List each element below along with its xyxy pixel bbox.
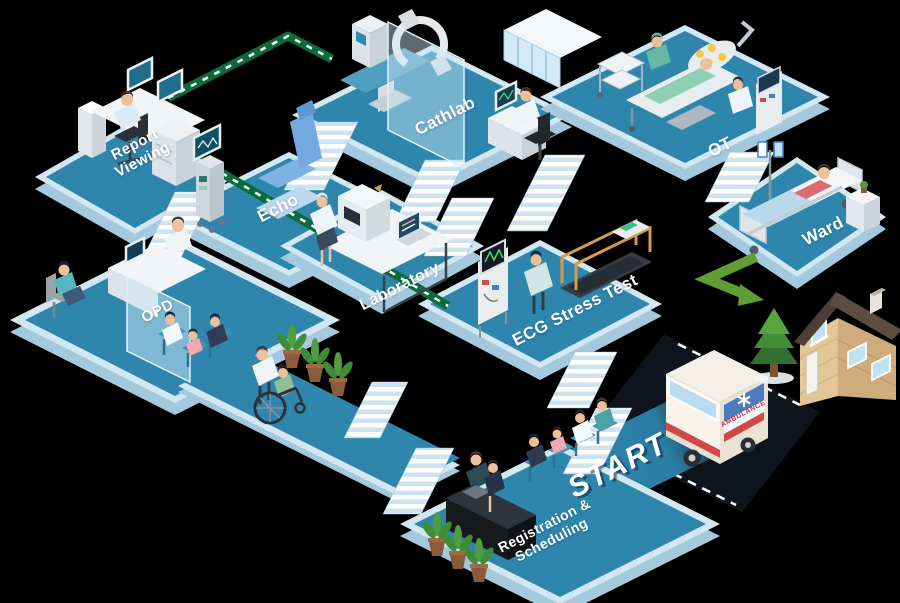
report-viewing-scene bbox=[78, 55, 205, 186]
staircase bbox=[506, 154, 586, 232]
office-chair bbox=[114, 113, 148, 166]
waiting-queue bbox=[484, 397, 618, 512]
wheelchair-group bbox=[252, 346, 306, 425]
tree bbox=[750, 308, 798, 384]
doctor bbox=[164, 216, 192, 256]
staircase bbox=[382, 447, 455, 515]
house bbox=[794, 288, 900, 406]
nurse bbox=[728, 76, 753, 114]
ecg-technician bbox=[524, 250, 553, 314]
ambulance: AMBULANCE bbox=[666, 350, 768, 467]
door bbox=[805, 348, 819, 398]
glass-partition-opd bbox=[126, 274, 191, 384]
treadmill bbox=[560, 218, 652, 298]
exam-chair bbox=[256, 100, 322, 219]
star-of-life-icon bbox=[737, 393, 751, 407]
balcony-rail bbox=[809, 334, 829, 348]
ultrasound-cart bbox=[192, 122, 225, 233]
route-report-to-cathlab bbox=[165, 31, 335, 102]
staircase bbox=[394, 159, 466, 223]
iv-pole bbox=[757, 141, 784, 202]
escort-doctor bbox=[252, 346, 279, 404]
staircase bbox=[546, 351, 618, 409]
cathlab-scene bbox=[340, 9, 556, 170]
staircase bbox=[343, 381, 409, 439]
ot-scene bbox=[503, 9, 782, 135]
surgeon bbox=[646, 32, 671, 70]
echo-scene bbox=[192, 100, 322, 233]
patient bbox=[644, 68, 716, 104]
radiologist bbox=[114, 91, 141, 129]
lab-laptop bbox=[396, 209, 432, 246]
lab-analyzer bbox=[338, 184, 390, 242]
wheelchair bbox=[253, 386, 306, 425]
opd-scene bbox=[46, 216, 232, 384]
blanket bbox=[742, 190, 816, 227]
corridor bbox=[178, 348, 460, 502]
ecg-scene bbox=[478, 218, 652, 338]
monitor bbox=[124, 235, 146, 266]
patient-on-chair bbox=[46, 261, 86, 318]
hospital-bed bbox=[739, 156, 863, 255]
window bbox=[847, 341, 867, 370]
cath-table bbox=[340, 48, 430, 112]
discharge-arrow bbox=[694, 252, 764, 306]
potted-plant bbox=[320, 352, 356, 396]
supply-cabinet bbox=[503, 9, 602, 89]
bedside-cabinet bbox=[846, 181, 880, 232]
registration-scene bbox=[419, 397, 618, 582]
ward-scene bbox=[739, 141, 880, 255]
lab-technician bbox=[310, 192, 338, 266]
dual-monitors bbox=[126, 55, 184, 105]
window bbox=[871, 353, 891, 382]
laboratory-scene bbox=[310, 184, 452, 314]
monitor-cart bbox=[756, 65, 782, 135]
operator bbox=[516, 87, 556, 160]
corridor-scene bbox=[252, 324, 356, 425]
c-arm-machine bbox=[352, 9, 452, 76]
ecg-monitor-cart bbox=[478, 238, 508, 338]
waiting-patients bbox=[158, 311, 232, 367]
glass-partition bbox=[387, 20, 465, 170]
ward-patient bbox=[794, 163, 832, 199]
